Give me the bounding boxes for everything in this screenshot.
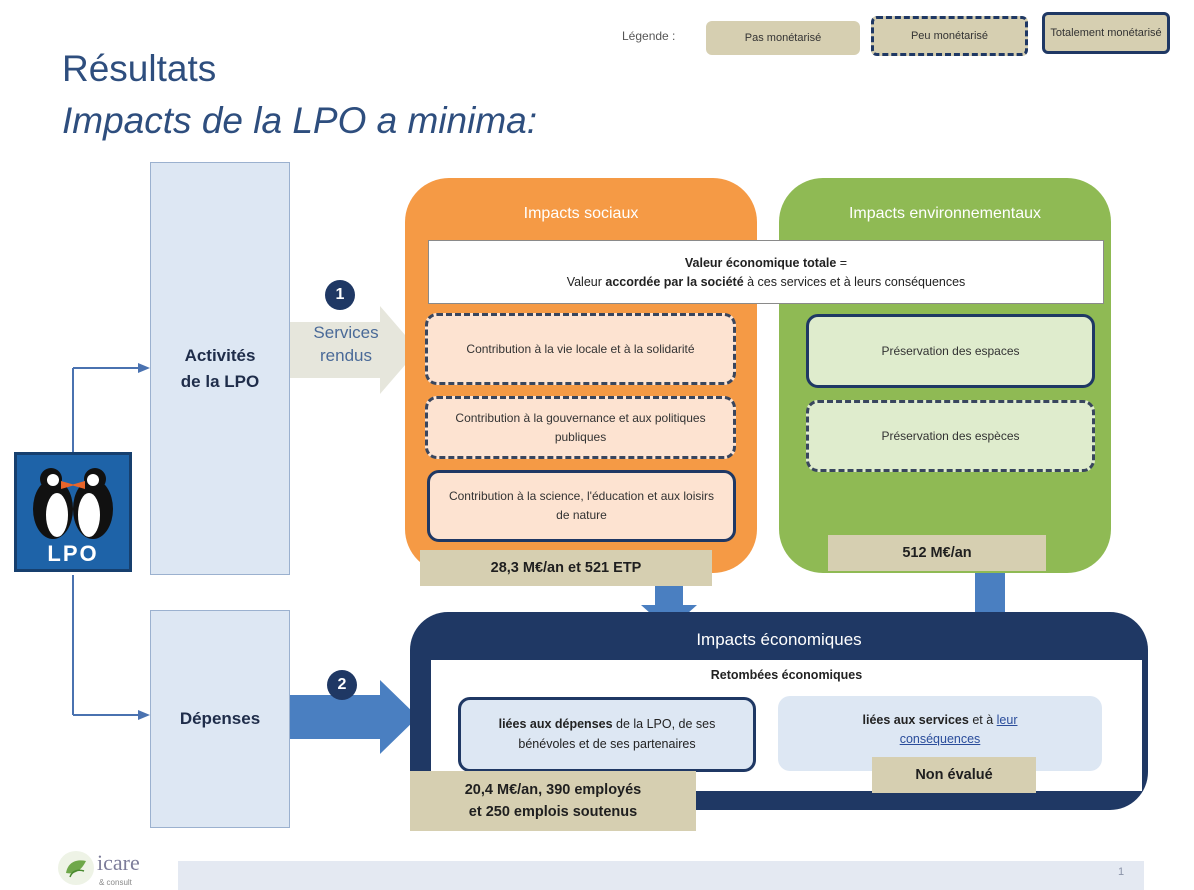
social-value: 28,3 M€/an et 521 ETP: [420, 550, 712, 586]
social-box-local-life: Contribution à la vie locale et à la sol…: [425, 313, 736, 385]
social-box-science: Contribution à la science, l'éducation e…: [427, 470, 736, 542]
legend-fully-monetized: Totalement monétarisé: [1042, 12, 1170, 54]
page-subtitle: Impacts de la LPO a minima:: [62, 100, 538, 141]
step-1-badge: 1: [325, 280, 355, 310]
non-evalue-badge: Non évalué: [872, 757, 1036, 793]
footer-bar: [178, 861, 1144, 890]
brand-name: icare: [97, 850, 140, 875]
env-box-spaces: Préservation des espaces: [806, 314, 1095, 388]
economic-value: 20,4 M€/an, 390 employés et 250 emplois …: [410, 771, 696, 831]
eco-box-spending: liées aux dépenses de la LPO, de ses bén…: [458, 697, 756, 772]
services-rendus-label: Services rendus: [313, 323, 379, 365]
page-title: Résultats: [62, 48, 217, 89]
leaf-logo-icon: [58, 851, 94, 885]
brand-subtitle: & consult: [99, 878, 132, 887]
social-down-arrow: [641, 586, 697, 630]
connector-arrowhead-top: [138, 363, 150, 373]
legend-partly-monetized: Peu monétarisé: [871, 16, 1028, 56]
retombees-title: Retombées économiques: [710, 668, 863, 682]
social-box-governance: Contribution à la gouvernance et aux pol…: [425, 396, 736, 459]
social-impacts-title: Impacts sociaux: [523, 205, 639, 222]
puffin-icon: [17, 455, 129, 569]
legend-label: Légende :: [622, 29, 676, 43]
total-economic-value-box: Valeur économique totale = Valeur accord…: [428, 240, 1104, 304]
environmental-impacts-title: Impacts environnementaux: [848, 205, 1042, 222]
logo-text: LPO: [47, 541, 99, 566]
activites-label: Activités de la LPO: [180, 346, 260, 391]
step-2-badge: 2: [327, 670, 357, 700]
legend-not-monetized: Pas monétarisé: [706, 21, 860, 55]
services-arrow: [290, 306, 418, 394]
depenses-label: Dépenses: [179, 709, 261, 729]
economic-impacts-title: Impacts économiques: [696, 630, 862, 649]
env-box-species: Préservation des espèces: [806, 400, 1095, 472]
lpo-logo: LPO: [14, 452, 132, 572]
activites-panel: Activités de la LPO: [150, 162, 290, 575]
depenses-panel: Dépenses: [150, 610, 290, 828]
env-value: 512 M€/an: [828, 535, 1046, 571]
depenses-arrow: [290, 680, 418, 754]
valeur-bold: Valeur économique totale: [684, 256, 837, 270]
page-number: 1: [1118, 866, 1125, 878]
connector-arrowhead-bottom: [138, 710, 150, 720]
